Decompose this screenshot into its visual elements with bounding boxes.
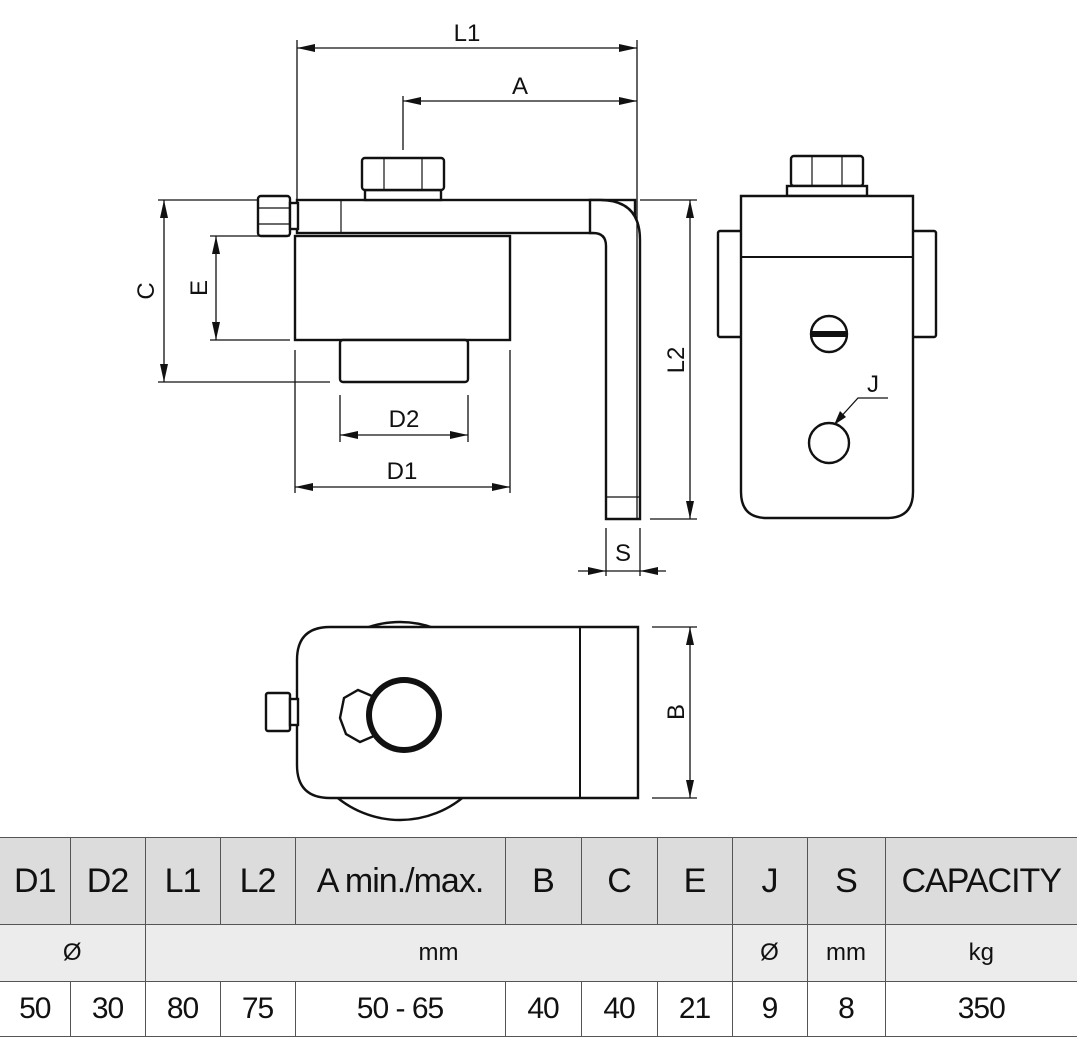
label-s: S: [615, 540, 631, 567]
label-c: C: [133, 282, 160, 299]
value-capacity: 350: [884, 981, 1077, 1037]
mounting-hole: [807, 421, 851, 465]
label-d1: D1: [387, 458, 418, 485]
top-plate: [295, 198, 637, 235]
header-s: S: [806, 837, 886, 925]
value-l1: 80: [144, 981, 221, 1037]
header-a: A min./max.: [294, 837, 506, 925]
header-c: C: [580, 837, 658, 925]
top-bolt-washer: [363, 188, 443, 202]
value-c: 40: [580, 981, 658, 1037]
top-view: [264, 620, 640, 822]
header-e: E: [656, 837, 733, 925]
header-d2: D2: [69, 837, 146, 925]
value-l2: 75: [219, 981, 296, 1037]
value-d2: 30: [69, 981, 146, 1037]
value-d1: 50: [0, 981, 71, 1037]
label-j: J: [867, 371, 879, 398]
wheel-body: [293, 234, 512, 342]
top-view-nut: [338, 688, 376, 744]
dimension-lines: [158, 40, 888, 799]
unit-d-diameter: Ø: [0, 924, 146, 982]
label-b: B: [663, 704, 690, 720]
side-plate: [739, 194, 915, 520]
header-l1: L1: [144, 837, 221, 925]
front-view: [256, 156, 642, 521]
label-l2: L2: [663, 347, 690, 374]
header-d1: D1: [0, 837, 71, 925]
specs-table: D1 D2 L1 L2 A min./max. B C E J S CAPACI…: [0, 837, 1077, 1037]
label-d2: D2: [389, 406, 420, 433]
top-view-set-screw: [264, 691, 292, 733]
value-e: 21: [656, 981, 733, 1037]
vertical-arm: [588, 198, 642, 521]
value-j: 9: [731, 981, 808, 1037]
unit-j-diameter: Ø: [731, 924, 808, 982]
label-l1: L1: [454, 20, 481, 47]
technical-drawing: L1 A C E D2 D1 L2 S J B: [133, 20, 938, 822]
label-a: A: [512, 73, 528, 100]
label-e: E: [186, 280, 213, 296]
dimension-labels: L1 A C E D2 D1 L2 S J B: [133, 20, 879, 720]
wheel-hub: [338, 338, 470, 384]
unit-s: mm: [806, 924, 886, 982]
value-a: 50 - 65: [294, 981, 506, 1037]
top-bolt-head: [360, 156, 446, 192]
header-j: J: [731, 837, 808, 925]
value-s: 8: [806, 981, 886, 1037]
unit-mm-group: mm: [144, 924, 733, 982]
value-b: 40: [504, 981, 582, 1037]
header-l2: L2: [219, 837, 296, 925]
unit-capacity: kg: [884, 924, 1077, 982]
specs-header-row: D1 D2 L1 L2 A min./max. B C E J S CAPACI…: [0, 837, 1077, 925]
specs-value-row: 50 30 80 75 50 - 65 40 40 21 9 8 350: [0, 981, 1077, 1037]
side-view: [716, 154, 938, 520]
header-b: B: [504, 837, 582, 925]
specs-unit-row: Ø mm Ø mm kg: [0, 924, 1077, 982]
set-screw: [256, 194, 292, 238]
header-capacity: CAPACITY: [884, 837, 1077, 925]
side-nut: [789, 154, 865, 188]
top-view-plate: [295, 625, 640, 800]
